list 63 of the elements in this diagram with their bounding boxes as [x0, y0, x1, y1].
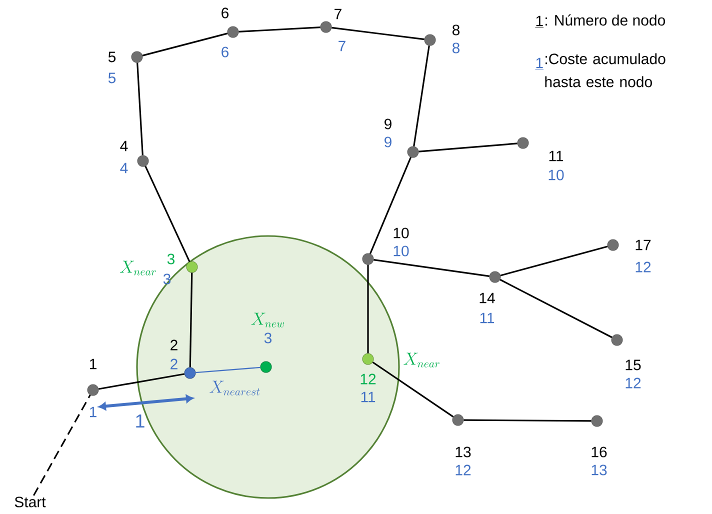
edge-line [136, 62, 144, 156]
math-label: $X_{near}$ [404, 352, 440, 368]
cost-number: 6 [222, 46, 229, 58]
edge-line [238, 26, 320, 32]
edge-line [144, 166, 190, 262]
cost-number: 12 [626, 378, 641, 388]
edge-line [500, 246, 608, 276]
edge-line [374, 259, 490, 277]
legend-sample: 1 [535, 16, 544, 28]
cost-number: 10 [394, 246, 409, 256]
node-number: 6 [222, 8, 229, 18]
node-number: 5 [108, 52, 116, 62]
cost-number: 5 [108, 72, 116, 84]
cost-number: 11 [361, 392, 376, 402]
node-number: 8 [452, 24, 460, 36]
cost-number: 10 [548, 170, 564, 180]
cost-number: 3 [264, 332, 272, 344]
node-number: 17 [636, 240, 651, 250]
distance-label: 1 [136, 414, 144, 428]
math-label: $X_{new}$ [251, 312, 284, 328]
node-number: 4 [120, 140, 128, 152]
legend-text: : Número de nodo [546, 14, 666, 26]
cost-number: 13 [592, 464, 607, 476]
cost-number: 9 [384, 136, 392, 148]
cost-number: 1 [90, 406, 96, 418]
cost-number: 8 [452, 42, 460, 54]
cost-number: 12 [636, 262, 651, 272]
node-number: 9 [384, 118, 392, 130]
cost-number: 2 [170, 358, 178, 370]
node-number: 1 [90, 358, 96, 370]
math-label: $X_{near}$ [120, 260, 156, 276]
math-label: $X_{nearest}$ [210, 380, 260, 396]
node-number: 13 [456, 446, 471, 458]
cost-number: 12 [456, 464, 471, 476]
node-number: 2 [170, 340, 178, 350]
edge-line [370, 157, 412, 254]
node-number: 10 [394, 228, 409, 238]
legend-sample: 1 [535, 58, 544, 70]
edge-line [32, 394, 91, 496]
node-number: 3 [167, 254, 175, 264]
edge-line [418, 142, 518, 152]
edge-line [189, 272, 193, 368]
node-number: 11 [549, 150, 564, 162]
cost-number: 4 [120, 162, 128, 174]
edge-line [372, 362, 454, 418]
node-number: 7 [334, 8, 342, 20]
edge-line [196, 366, 260, 374]
edge-line [142, 32, 228, 56]
cost-number: 3 [163, 274, 171, 284]
edge-line [367, 264, 369, 354]
edge-line [464, 419, 592, 422]
start-label: Start [14, 496, 46, 508]
node-number: 15 [626, 360, 641, 370]
edge-line [500, 278, 612, 338]
edge-line [413, 46, 430, 146]
node-number: 16 [592, 446, 607, 458]
node-number: 14 [480, 292, 495, 304]
edge-line [332, 26, 424, 40]
cost-number: 7 [338, 40, 346, 52]
edge-line [98, 373, 184, 390]
cost-number: 11 [480, 312, 494, 324]
legend-text: :Coste acumulado hasta este nodo [545, 53, 666, 88]
node-number: 12 [360, 374, 376, 384]
